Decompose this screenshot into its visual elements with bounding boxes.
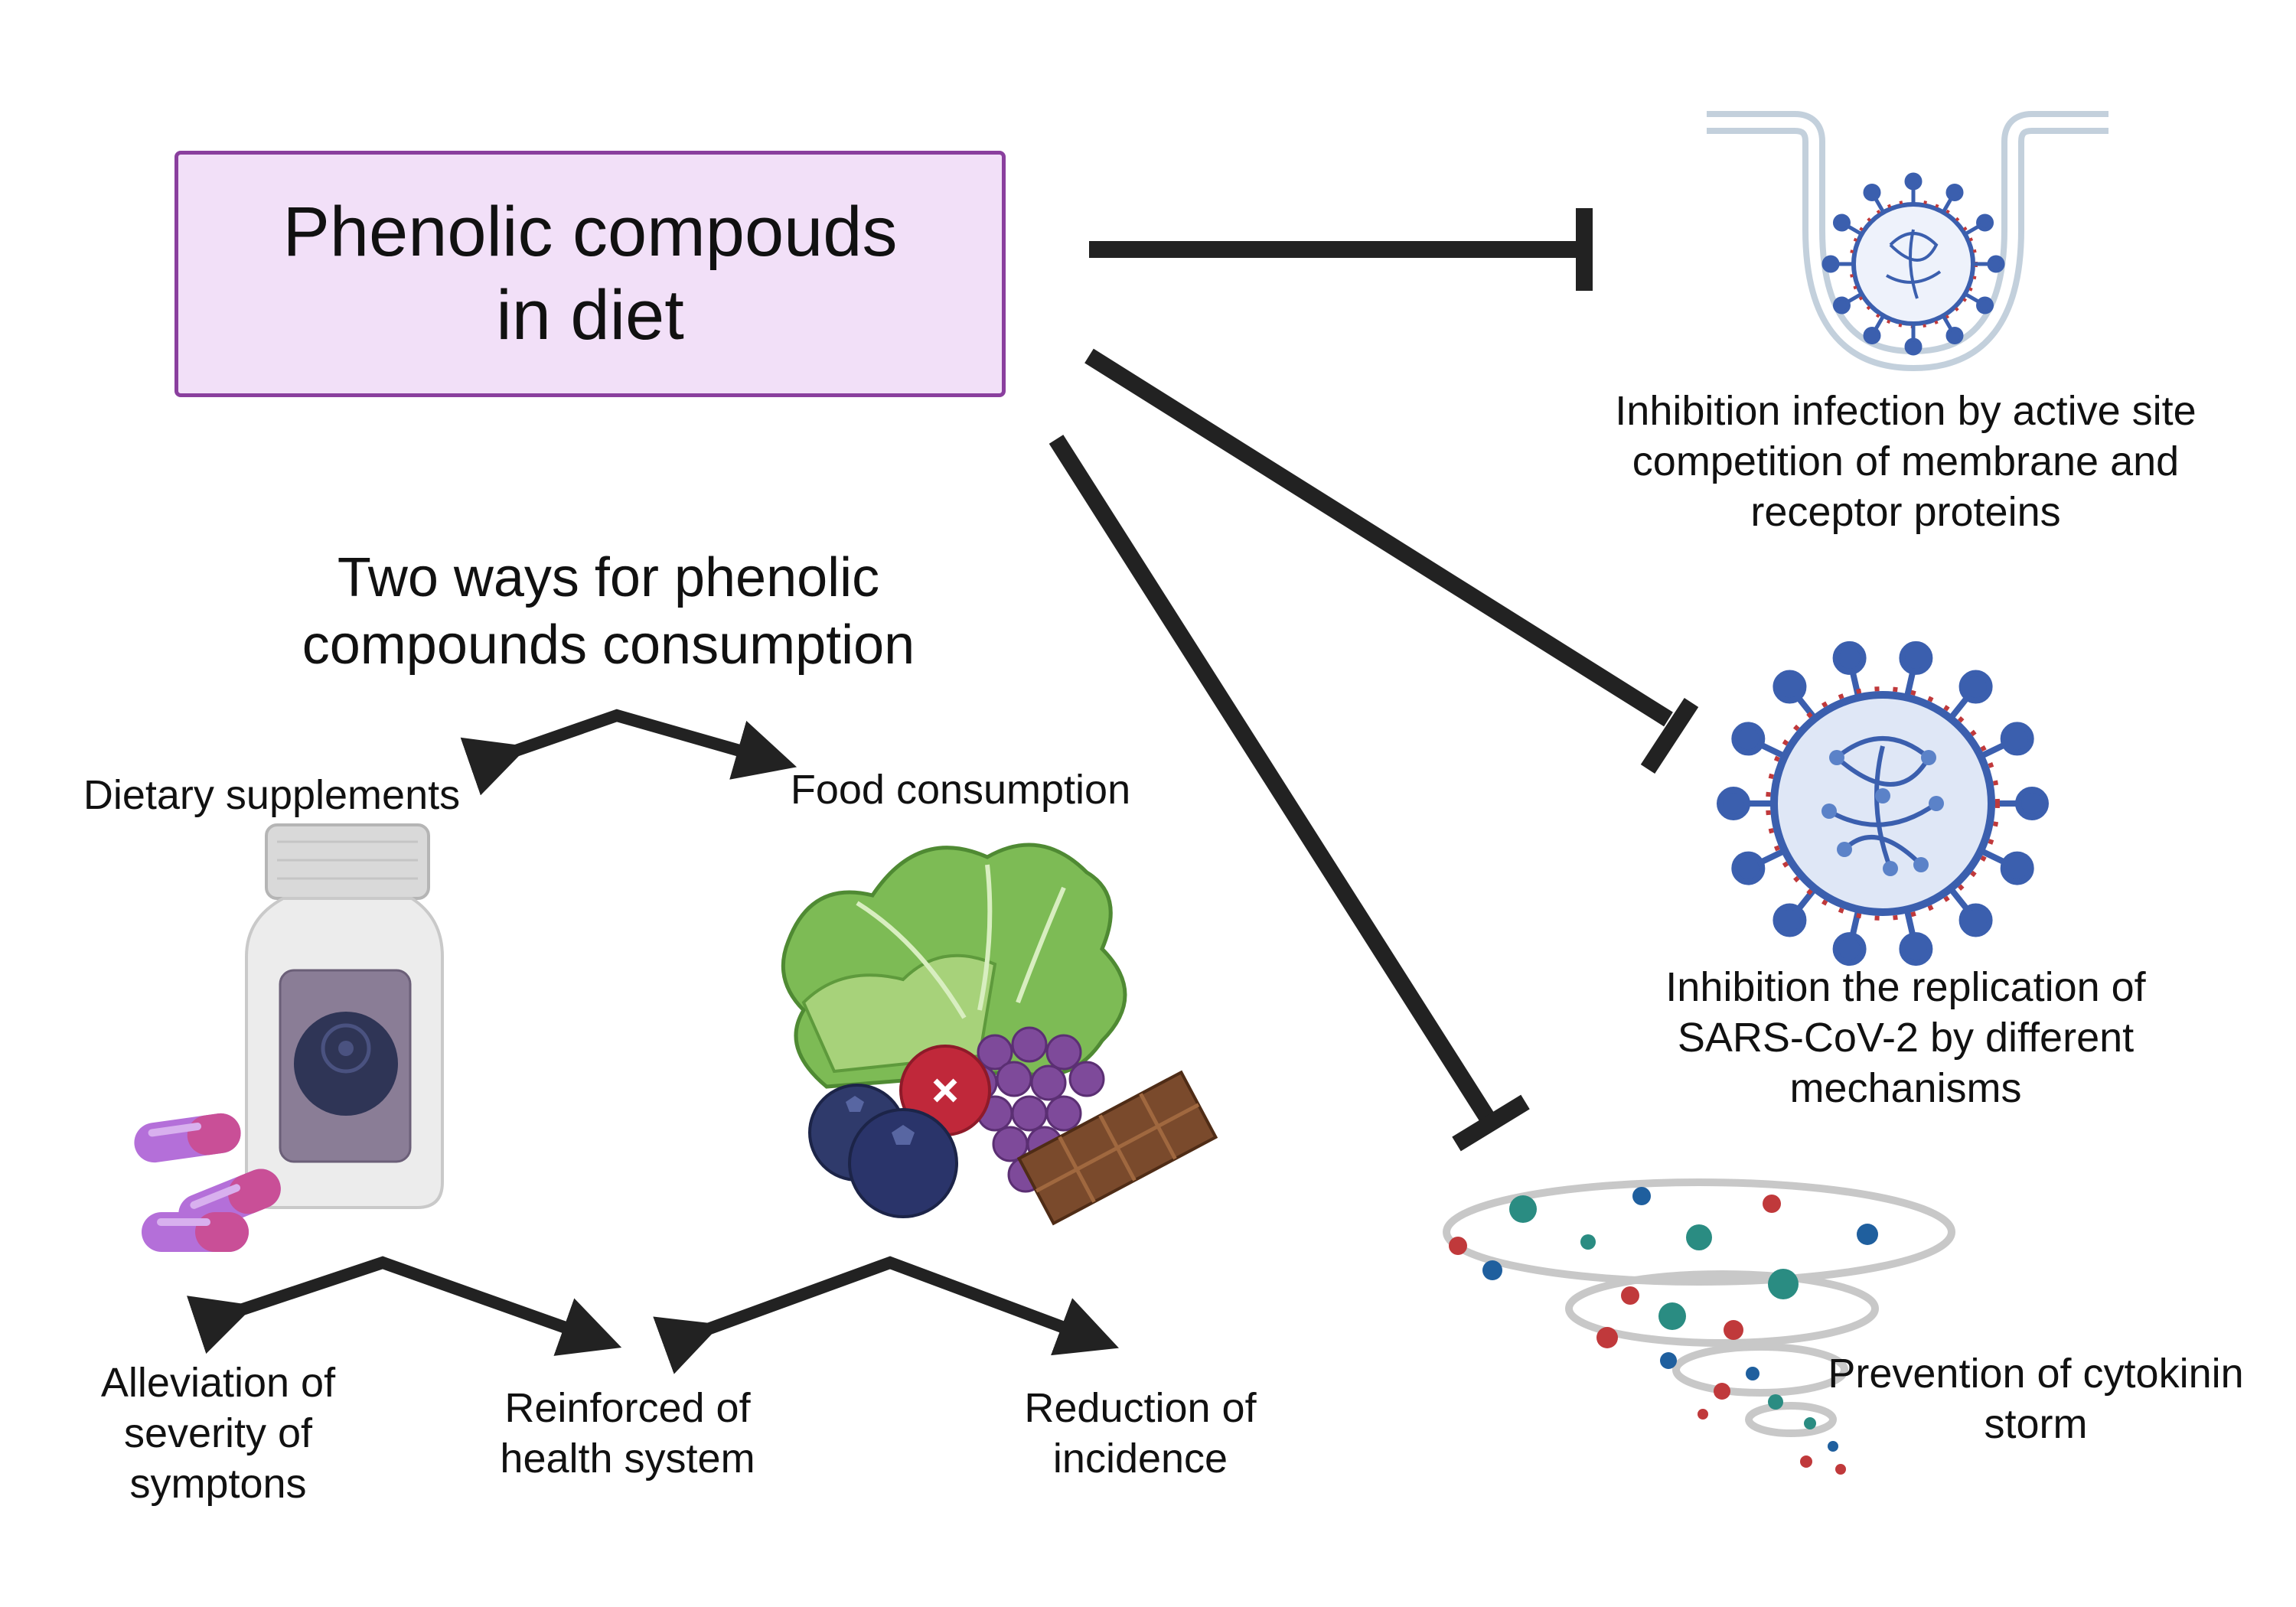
virus-spike-head xyxy=(1832,932,1867,966)
alleviation-label: Alleviation of severity of symptons xyxy=(100,1360,336,1507)
sars-cov-2-virus-icon xyxy=(1717,641,2049,966)
supplement-bottle-icon xyxy=(245,823,444,1209)
inhibition-replication-label: Inhibition the replication of SARS-CoV-2… xyxy=(1665,964,2146,1111)
virus-spike-head xyxy=(1976,296,1994,315)
arrow-food-outcomes xyxy=(653,1256,1119,1374)
reinforced-label: Reinforced of health system xyxy=(500,1385,755,1482)
inhibition-line-cytokine-storm xyxy=(1049,435,1530,1152)
food-consumption-label: Food consumption xyxy=(790,767,1131,813)
arrow-two-ways xyxy=(460,709,797,796)
virus-spike-head xyxy=(2000,851,2034,885)
membrane-virus-icon xyxy=(1707,111,2108,372)
virus-spike-head xyxy=(1731,851,1766,885)
virus-spike-head xyxy=(1958,903,1993,937)
virus-spike-head xyxy=(1863,327,1881,345)
virus-spike-head xyxy=(1863,183,1881,201)
two-ways-heading: Two ways for phenolic compounds consumpt… xyxy=(302,547,915,676)
inhibition-line-replication xyxy=(1084,348,1699,774)
prevention-label: Prevention of cytokinin storm xyxy=(1828,1351,2244,1447)
title-label: Phenolic compouds in diet xyxy=(282,193,898,354)
title-box: Phenolic compouds in diet xyxy=(174,151,1006,397)
virus-spike-head xyxy=(1832,214,1851,232)
virus-spike-head xyxy=(1832,641,1867,675)
arrow-supplement-outcomes xyxy=(186,1256,622,1356)
virus-spike-head xyxy=(1832,296,1851,315)
virus-spike-head xyxy=(1945,183,1964,201)
virus-spike-head xyxy=(1976,214,1994,232)
inhibition-line-infection xyxy=(1089,208,1593,291)
reduction-label: Reduction of incidence xyxy=(1024,1385,1257,1482)
virus-spike-head xyxy=(1987,255,2005,273)
virus-spike-head xyxy=(1904,337,1923,356)
inhibition-infection-label: Inhibition infection by active site comp… xyxy=(1615,388,2197,535)
virus-spike-head xyxy=(1899,641,1933,675)
cytokine-storm-icon xyxy=(1443,1178,1955,1475)
dietary-supplements-label: Dietary supplements xyxy=(83,772,461,818)
virus-spike-head xyxy=(1904,172,1923,191)
food-group-icon xyxy=(781,843,1218,1226)
virus-spike-head xyxy=(1899,932,1933,966)
virus-spike-head xyxy=(1717,787,1750,820)
virus-spike-head xyxy=(1731,722,1766,756)
virus-spike-head xyxy=(1958,670,1993,704)
virus-spike-head xyxy=(1945,327,1964,345)
virus-spike-head xyxy=(1773,670,1807,704)
virus-spike-head xyxy=(2000,722,2034,756)
virus-spike-head xyxy=(2015,787,2049,820)
capsules-icon xyxy=(134,1113,281,1252)
virus-spike-head xyxy=(1821,255,1840,273)
virus-spike-head xyxy=(1773,903,1807,937)
